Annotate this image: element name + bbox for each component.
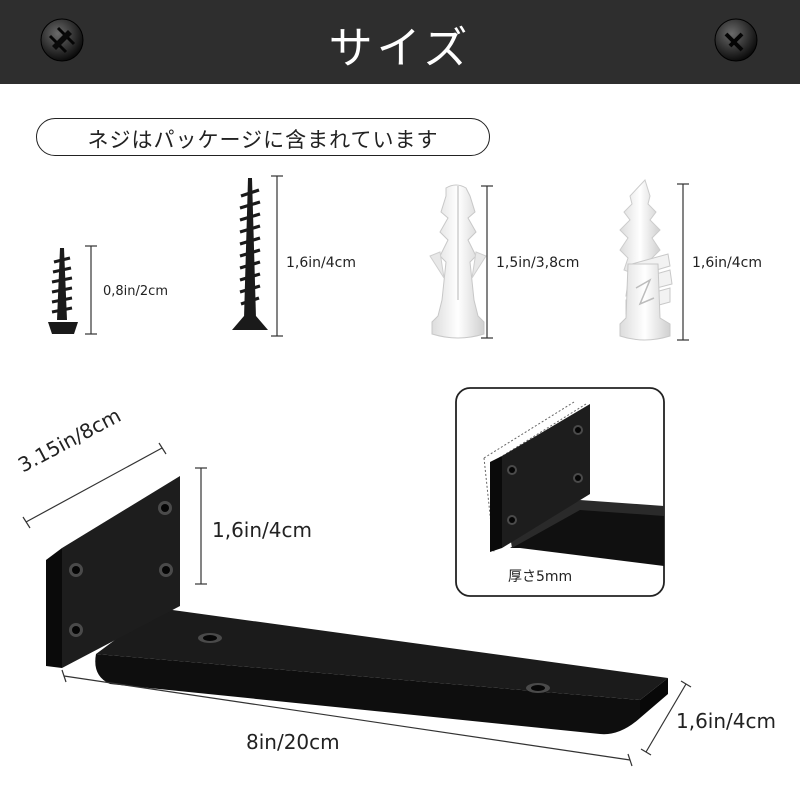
dimension-line [481, 185, 493, 339]
bracket-length-label: 8in/20cm [246, 730, 340, 754]
screw-head-icon [40, 18, 84, 62]
short-screw-length-label: 0,8in/2cm [103, 284, 168, 299]
dimension-line [85, 245, 97, 335]
long-screw-icon [232, 178, 268, 330]
header-bar: サイズ [0, 0, 800, 84]
dimension-line [195, 467, 207, 585]
drywall-anchor-length-label: 1,6in/4cm [692, 255, 762, 271]
wall-anchor-icon [429, 184, 487, 339]
drywall-anchor-icon [619, 179, 673, 341]
bracket-illustration [46, 476, 668, 735]
bracket-height-label: 1,6in/4cm [212, 518, 312, 542]
detail-inset [455, 387, 665, 597]
dimension-line [271, 175, 283, 337]
package-note-text: ネジはパッケージに含まれています [87, 128, 439, 152]
thickness-label: 厚さ5mm [508, 569, 573, 585]
screw-head-icon [714, 18, 758, 62]
short-screw-icon [48, 248, 78, 334]
dimension-line [61, 669, 633, 767]
dimension-line [677, 183, 689, 341]
dimension-line [22, 442, 167, 529]
wall-anchor-length-label: 1,5in/3,8cm [496, 255, 580, 271]
dimension-line [640, 680, 692, 756]
page-title: サイズ [328, 23, 472, 74]
bracket-depth-label: 1,6in/4cm [676, 709, 776, 733]
long-screw-length-label: 1,6in/4cm [286, 255, 356, 271]
package-note-pill: ネジはパッケージに含まれています [36, 118, 490, 156]
